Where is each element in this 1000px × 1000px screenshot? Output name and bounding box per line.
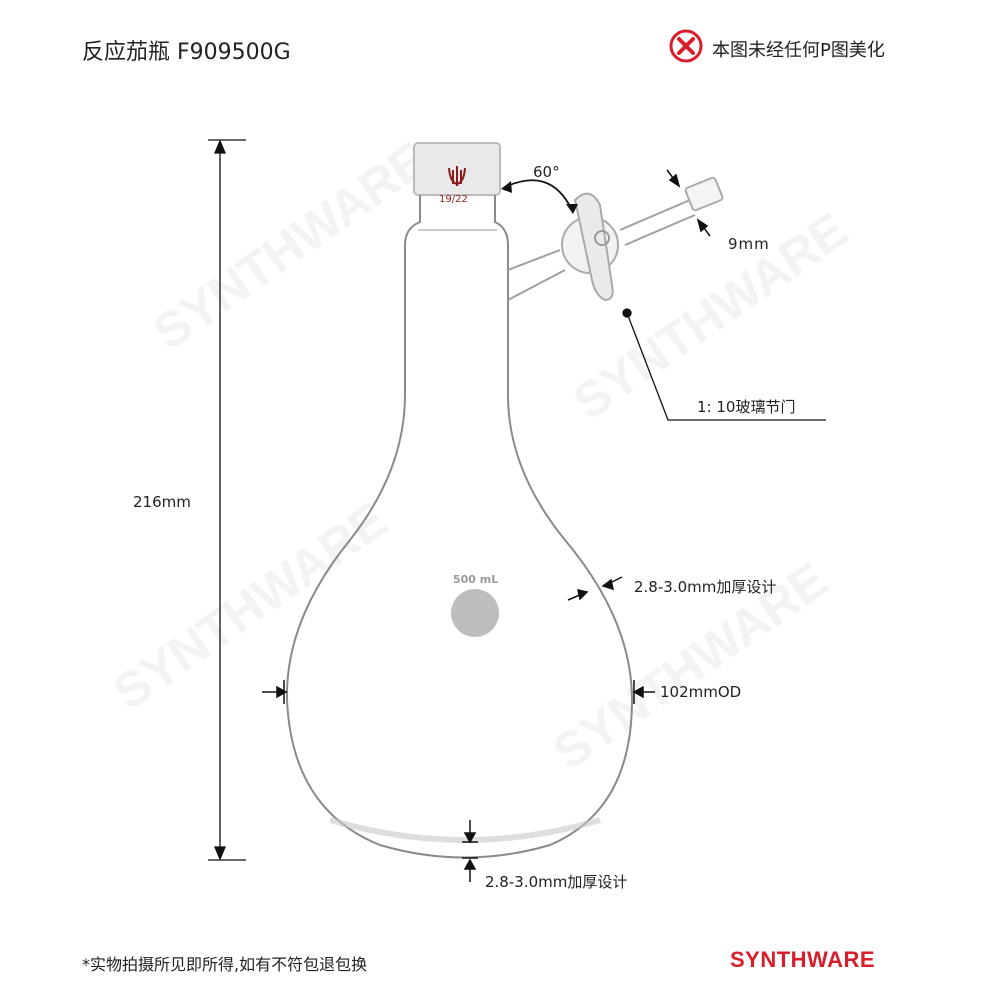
wall-side-arrows (567, 576, 623, 601)
height-label: 216mm (133, 493, 191, 511)
x-circle-icon (669, 29, 703, 63)
page-title: 反应茄瓶 F909500G (82, 40, 291, 65)
joint-logo (448, 166, 466, 186)
brand-logo: SYNTHWARE (730, 947, 876, 972)
no-retouch-notice: 本图未经任何P图美化 (712, 40, 885, 61)
stopcock-label: 1: 10玻璃节门 (697, 398, 796, 416)
footer-note: *实物拍摄所见即所得,如有不符包退包换 (82, 955, 368, 974)
wall-side-label: 2.8-3.0mm加厚设计 (634, 578, 777, 596)
watermark-text: SYNTHWARE (143, 132, 437, 361)
wall-bottom-label: 2.8-3.0mm加厚设计 (485, 873, 628, 891)
stopcock-leader (622, 308, 826, 421)
watermark-text: SYNTHWARE (103, 492, 397, 721)
height-dimension-line (208, 139, 246, 861)
hose-diameter-label: 9mm (728, 235, 770, 253)
angle-arrow (502, 179, 573, 211)
watermark: SYNTHWARE SYNTHWARE SYNTHWARE SYNTHWARE (103, 132, 857, 781)
od-arrows (262, 680, 655, 704)
hose-dimension-arrows (666, 169, 711, 237)
joint-size-label: 19/22 (439, 194, 468, 205)
wall-bottom-arrows (462, 820, 478, 882)
angle-label: 60° (533, 163, 560, 181)
outer-diameter-label: 102mmOD (660, 683, 742, 701)
stopcock (561, 192, 619, 302)
volume-label: 500 mL (453, 573, 499, 586)
label-patch (451, 589, 499, 637)
angle-arrowheads (501, 181, 578, 214)
